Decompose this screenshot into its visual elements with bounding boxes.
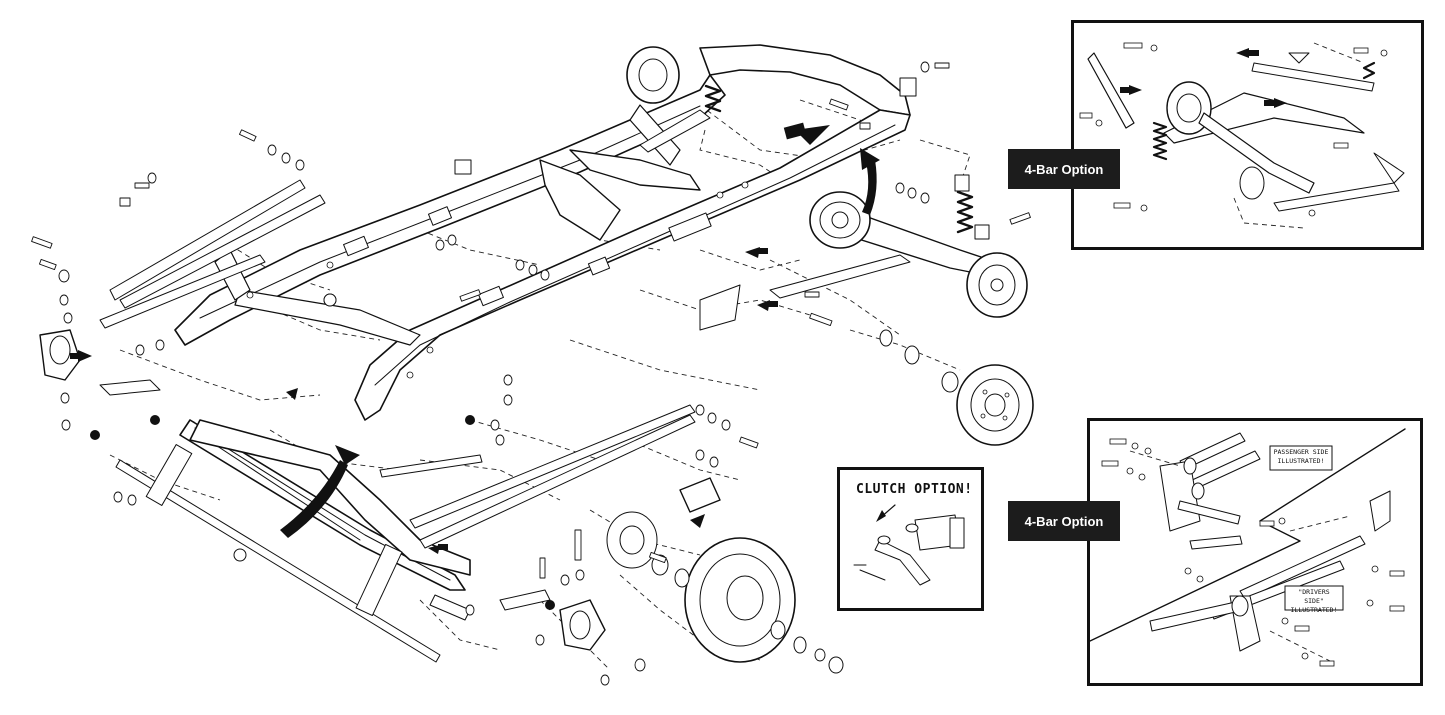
- front-4bar-drawing: [1090, 428, 1406, 667]
- front-disc-brake: [606, 477, 844, 674]
- clutch-option-inset: CLUTCH OPTION!: [837, 467, 984, 611]
- front-4bar-callout: 4-Bar Option: [1008, 501, 1120, 541]
- drivers-side-note: "DRIVERS SIDE" ILLUSTRATED!: [1290, 588, 1338, 614]
- frame: [174, 44, 917, 421]
- front-4bar-inset: PASSENGER SIDE ILLUSTRATED! "DRIVERS SID…: [1087, 418, 1423, 686]
- front-suspension: [39, 179, 696, 663]
- clutch-drawing: [853, 504, 965, 586]
- rear-axle-assembly: [626, 46, 1034, 446]
- hardware: [31, 61, 1031, 686]
- rear-4bar-inset: [1071, 20, 1424, 250]
- direction-arrows: [70, 122, 880, 554]
- clutch-option-label: CLUTCH OPTION!: [856, 482, 973, 497]
- rear-4bar-callout: 4-Bar Option: [1008, 149, 1120, 189]
- rear-coilover: [704, 84, 990, 240]
- passenger-side-note: PASSENGER SIDE ILLUSTRATED!: [1273, 448, 1329, 465]
- rear-4bar-drawing: [1079, 42, 1405, 229]
- callout-markers: [233, 293, 337, 562]
